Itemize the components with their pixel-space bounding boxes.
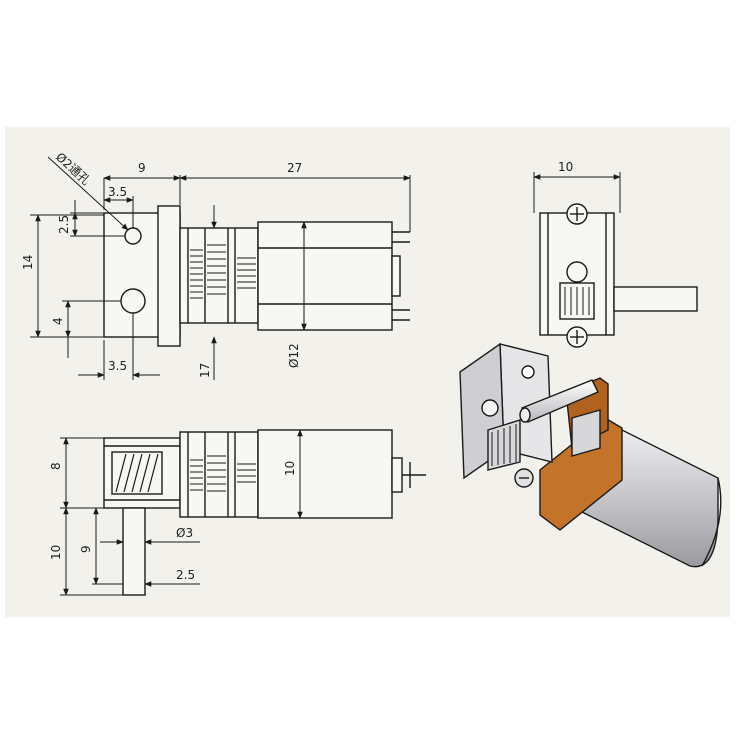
dim-top-2-5: 2.5 — [57, 215, 71, 234]
dim-bottom-dia-3: Ø3 — [176, 526, 193, 540]
dim-side-10: 10 — [558, 160, 573, 174]
bottom-output-shaft — [122, 507, 146, 596]
dim-top-4: 4 — [51, 317, 65, 325]
dim-bottom-10: 10 — [49, 545, 63, 560]
dim-top-27: 27 — [287, 161, 302, 175]
dim-bottom-2-5: 2.5 — [176, 568, 195, 582]
side-output-shaft — [613, 286, 698, 312]
top-gear-teeth-1 — [190, 244, 256, 299]
dim-top-9: 9 — [138, 161, 146, 175]
dim-bottom-body-10: 10 — [283, 461, 297, 476]
dim-top-17: 17 — [198, 363, 212, 378]
dim-bottom-9: 9 — [79, 545, 93, 553]
bottom-view — [60, 429, 426, 596]
side-view — [533, 172, 698, 348]
dim-top-3-5-lower: 3.5 — [108, 359, 127, 373]
dim-top-dia-12: Ø12 — [287, 343, 301, 368]
top-motor-body — [257, 221, 393, 331]
bottom-motor-body — [257, 429, 393, 519]
isometric-view — [459, 342, 722, 568]
dim-bottom-8: 8 — [49, 462, 63, 470]
dim-top-14: 14 — [21, 255, 35, 270]
dim-top-3-5-upper: 3.5 — [108, 185, 127, 199]
top-view — [30, 156, 411, 380]
